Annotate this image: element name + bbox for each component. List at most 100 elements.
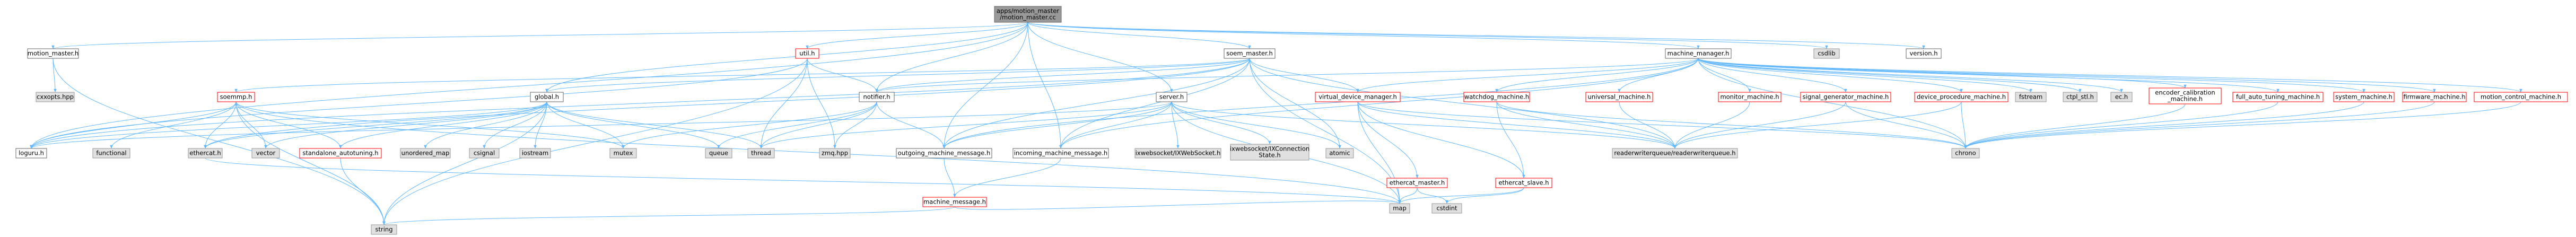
node-ethercat-slave-h[interactable]: ethercat_slave.h bbox=[1495, 178, 1552, 188]
node-full-auto-tuning-machine-h[interactable]: full_auto_tuning_machine.h bbox=[2232, 92, 2324, 102]
node-loguru-h[interactable]: loguru.h bbox=[15, 148, 47, 159]
node-iostream[interactable]: iostream bbox=[519, 148, 551, 159]
node-string[interactable]: string bbox=[371, 224, 397, 235]
edge-server_h-to-ixwebsocket_ws bbox=[1171, 101, 1180, 149]
edge-machine_manager_h-to-monitor_machine_h bbox=[1698, 58, 1751, 93]
node-ctpl-stl-h[interactable]: ctpl_stl.h bbox=[2063, 92, 2098, 102]
edge-soem_master_h-to-loguru_h bbox=[30, 58, 1250, 149]
edge-soemmp_h-to-map bbox=[235, 101, 1401, 204]
node-box bbox=[2474, 92, 2568, 102]
node-box bbox=[1612, 148, 1738, 159]
node-soem-master-h[interactable]: soem_master.h bbox=[1224, 48, 1276, 59]
edge-universal_machine_h-to-readerwriterqueue_h bbox=[1619, 101, 1676, 149]
node-watchdog-machine-h[interactable]: watchdog_machine.h bbox=[1463, 92, 1530, 102]
node-box bbox=[1431, 203, 1462, 214]
node-monitor-machine-h[interactable]: monitor_machine.h bbox=[1718, 92, 1782, 102]
node-chrono[interactable]: chrono bbox=[1951, 148, 1980, 159]
edge-machine_manager_h-to-ctpl_stl_h bbox=[1698, 58, 2082, 93]
node-csignal[interactable]: csignal bbox=[469, 148, 500, 159]
node-ethercat-master-h[interactable]: ethercat_master.h bbox=[1386, 178, 1448, 188]
node-root[interactable]: apps/motion_master/motion_master.cc bbox=[994, 6, 1062, 23]
node-functional[interactable]: functional bbox=[92, 148, 130, 159]
node-box bbox=[705, 148, 732, 159]
edge-standalone_autotuning_h-to-string bbox=[340, 157, 386, 225]
edge-virtual_device_manager_h-to-ethercat_slave_h bbox=[1357, 101, 1525, 179]
edge-soemmp_h-to-functional bbox=[110, 101, 237, 149]
node-util-h[interactable]: util.h bbox=[795, 48, 819, 59]
node-label: standalone_autotuning.h bbox=[302, 150, 378, 157]
node-label: signal_generator_machine.h bbox=[1803, 93, 1889, 101]
node-incoming-machine-message-h[interactable]: incoming_machine_message.h bbox=[1012, 148, 1109, 159]
node-box bbox=[251, 148, 280, 159]
node-label: universal_machine.h bbox=[1588, 93, 1651, 101]
node-box bbox=[1134, 148, 1221, 159]
node-ixwebsocket-ws[interactable]: ixwebsocket/IXWebSocket.h bbox=[1134, 148, 1221, 159]
node-box bbox=[819, 148, 851, 159]
node-soemmp-h[interactable]: soemmp.h bbox=[217, 92, 255, 102]
node-label: ctpl_stl.h bbox=[2066, 93, 2094, 101]
node-virtual-device-manager-h[interactable]: virtual_device_manager.h bbox=[1315, 92, 1401, 102]
edge-system_machine_h-to-chrono bbox=[1964, 101, 2364, 149]
node-box bbox=[1585, 92, 1653, 102]
node-queue[interactable]: queue bbox=[705, 148, 732, 159]
node-standalone-autotuning-h[interactable]: standalone_autotuning.h bbox=[299, 148, 382, 159]
node-encoder-calibration-machine-h[interactable]: encoder_calibration_machine.h bbox=[2149, 87, 2222, 104]
node-global-h[interactable]: global.h bbox=[530, 92, 564, 102]
node-thread[interactable]: thread bbox=[747, 148, 775, 159]
node-box bbox=[2333, 92, 2395, 102]
node-machine-manager-h[interactable]: machine_manager.h bbox=[1665, 48, 1732, 59]
node-unordered-map[interactable]: unordered_map bbox=[400, 148, 451, 159]
node-map[interactable]: map bbox=[1389, 203, 1410, 214]
node-device-procedure-machine-h[interactable]: device_procedure_machine.h bbox=[1914, 92, 2009, 102]
node-outgoing-machine-message-h[interactable]: outgoing_machine_message.h bbox=[896, 148, 992, 159]
node-label: system_machine.h bbox=[2335, 93, 2392, 101]
node-zmq-hpp[interactable]: zmq.hpp bbox=[819, 148, 851, 159]
node-box bbox=[2149, 87, 2222, 104]
node-signal-generator-machine-h[interactable]: signal_generator_machine.h bbox=[1800, 92, 1891, 102]
edge-global_h-to-ethercat_h bbox=[204, 101, 547, 149]
node-motion-control-machine-h[interactable]: motion_control_machine.h bbox=[2474, 92, 2568, 102]
edge-device_procedure_machine_h-to-chrono bbox=[1961, 101, 1967, 149]
edge-soem_master_h-to-ethercat_h bbox=[204, 58, 1250, 149]
node-box bbox=[747, 148, 775, 159]
node-box bbox=[299, 148, 382, 159]
edge-watchdog_machine_h-to-chrono bbox=[1496, 101, 1967, 149]
node-machine-message-h[interactable]: machine_message.h bbox=[922, 197, 987, 207]
node-notifier-h[interactable]: notifier.h bbox=[859, 92, 895, 102]
node-motion-master-h[interactable]: motion_master.h bbox=[27, 48, 79, 59]
node-label: ethercat_master.h bbox=[1390, 179, 1445, 187]
node-label: monitor_machine.h bbox=[1720, 93, 1779, 101]
node-ethercat-h[interactable]: ethercat.h bbox=[188, 148, 223, 159]
edge-root-to-machine_manager_h bbox=[1027, 22, 1700, 49]
node-label: atomic bbox=[1329, 150, 1350, 157]
node-version-h[interactable]: version.h bbox=[1906, 48, 1942, 59]
node-ec-h[interactable]: ec.h bbox=[2110, 92, 2133, 102]
node-readerwriterqueue-h[interactable]: readerwriterqueue/readerwriterqueue.h bbox=[1612, 148, 1738, 159]
node-fstream[interactable]: fstream bbox=[2015, 92, 2047, 102]
node-system-machine-h[interactable]: system_machine.h bbox=[2333, 92, 2395, 102]
edge-machine_manager_h-to-universal_machine_h bbox=[1618, 58, 1699, 93]
edge-util_h-to-notifier_h bbox=[807, 58, 878, 93]
edge-soem_master_h-to-notifier_h bbox=[875, 58, 1250, 93]
node-vector[interactable]: vector bbox=[251, 148, 280, 159]
node-firmware-machine-h[interactable]: firmware_machine.h bbox=[2402, 92, 2467, 102]
edge-watchdog_machine_h-to-readerwriterqueue_h bbox=[1496, 101, 1676, 149]
node-universal-machine-h[interactable]: universal_machine.h bbox=[1585, 92, 1653, 102]
node-atomic[interactable]: atomic bbox=[1325, 148, 1354, 159]
node-label: /motion_master.cc bbox=[1000, 14, 1056, 21]
node-cstdint[interactable]: cstdint bbox=[1431, 203, 1462, 214]
node-mutex[interactable]: mutex bbox=[609, 148, 637, 159]
node-label: unordered_map bbox=[401, 150, 450, 157]
node-label: vector bbox=[256, 150, 276, 157]
node-server-h[interactable]: server.h bbox=[1156, 92, 1187, 102]
edge-motion_control_machine_h-to-chrono bbox=[1964, 101, 2521, 149]
edge-root-to-global_h bbox=[545, 22, 1028, 93]
edge-machine_message_h-to-map bbox=[954, 200, 1401, 210]
node-box bbox=[1386, 178, 1448, 188]
node-cxxopts[interactable]: cxxopts.hpp bbox=[36, 92, 75, 102]
node-csignal-top[interactable]: csdlib bbox=[1813, 48, 1840, 59]
node-label: soem_master.h bbox=[1226, 50, 1273, 57]
edge-global_h-to-string bbox=[382, 101, 547, 225]
node-label: csignal bbox=[474, 150, 495, 157]
